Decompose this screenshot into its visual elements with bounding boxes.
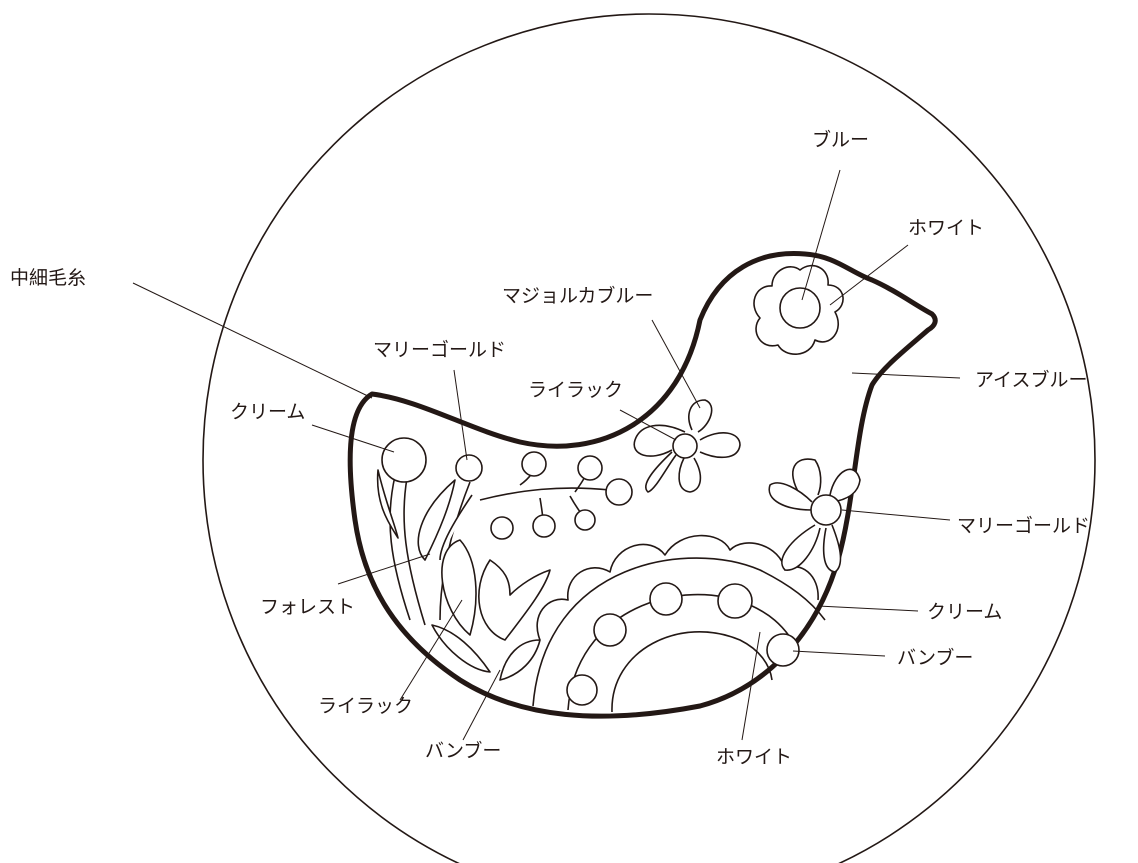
label-ice-blue: アイスブルー [975,368,1087,391]
label-white-bottom: ホワイト [716,746,792,768]
label-marigold-right: マリーゴールド [957,515,1090,537]
label-bamboo-bottom: バンブー [425,739,501,762]
label-white-top: ホワイト [908,217,984,239]
label-majolica-blue: マジョルカブルー [502,284,653,307]
label-lilac-top: ライラック [528,379,623,401]
label-marigold-top: マリーゴールド [373,339,506,361]
label-cream-left: クリーム [230,401,305,423]
label-cream-right: クリーム [927,601,1002,623]
label-lilac-bottom: ライラック [318,695,413,717]
label-bamboo-right: バンブー [897,646,973,669]
label-forest: フォレスト [260,596,355,618]
label-blue: ブルー [812,128,869,151]
label-yarn: 中細毛糸 [10,267,86,289]
